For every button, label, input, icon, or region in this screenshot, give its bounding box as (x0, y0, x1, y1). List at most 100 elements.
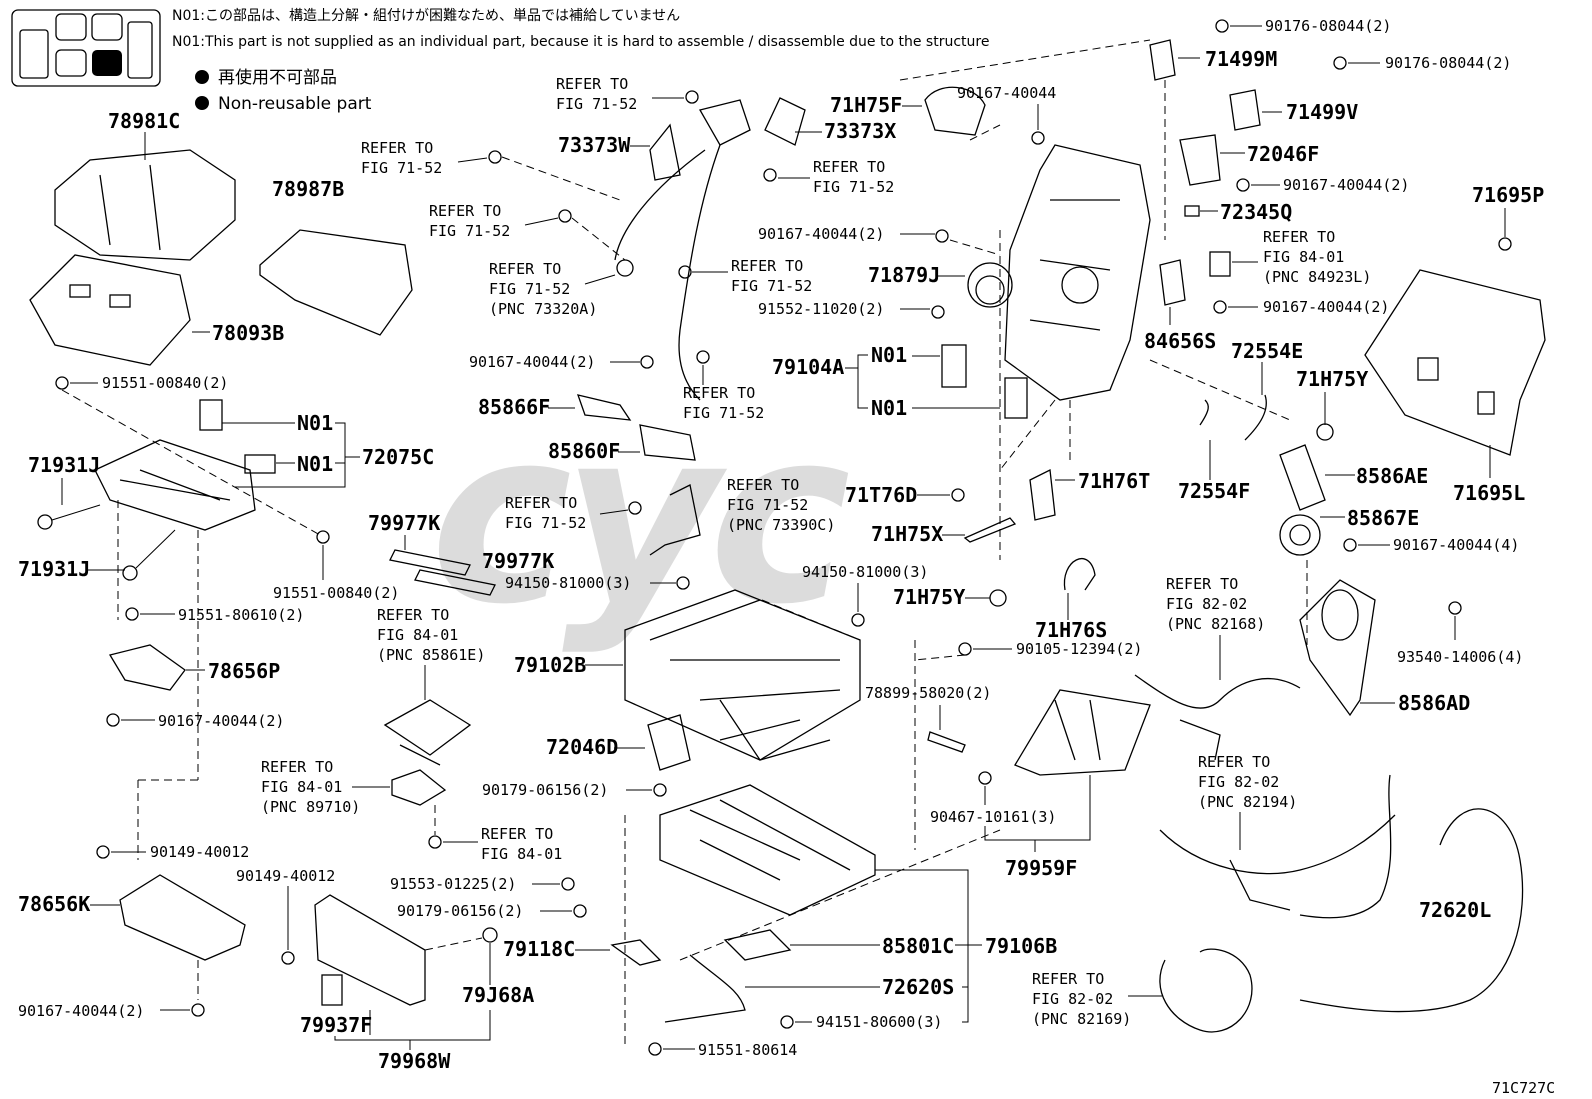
label-73373X: 73373X (824, 119, 896, 143)
label-71H76S: 71H76S (1035, 618, 1107, 642)
harness-82194 (1159, 774, 1396, 919)
actuator-n01 (199, 399, 276, 474)
ref-82-02-c-2: FIG 82-02 (1032, 990, 1113, 1008)
nut-icon (653, 783, 667, 797)
bolt-icon (958, 642, 972, 656)
non-reusable-dot-icon (195, 96, 209, 110)
nut-icon (676, 576, 690, 590)
label-90176-08044-a: 90176-08044(2) (1265, 17, 1391, 35)
ref-84-01-d-3: (PNC 84923L) (1263, 268, 1371, 286)
label-71H75X: 71H75X (871, 522, 943, 546)
harness-73390C (649, 484, 701, 556)
cable-assembly (614, 99, 751, 401)
fan-85867E (1279, 514, 1321, 556)
label-71879J: 71879J (868, 263, 940, 287)
label-72345Q: 72345Q (1220, 200, 1292, 224)
screw-icon (1215, 19, 1229, 33)
label-94151-80600: 94151-80600(3) (816, 1013, 942, 1031)
ref-71-52-h-2: FIG 71-52 (505, 514, 586, 532)
frame-78093B (29, 254, 191, 366)
cover-78656P (108, 644, 186, 691)
cap-71H75Y (1316, 423, 1334, 441)
clip-72554F (1199, 399, 1209, 426)
bolt-icon (648, 1042, 662, 1056)
label-85860F: 85860F (548, 439, 620, 463)
ref-82-02-a-1: REFER TO (1166, 575, 1238, 593)
label-71499M: 71499M (1205, 47, 1277, 71)
label-94150-81000-b: 94150-81000(3) (802, 563, 928, 581)
ref-84-01-b-3: (PNC 89710) (261, 798, 360, 816)
label-78656K: 78656K (18, 892, 90, 916)
label-71H75F: 71H75F (830, 93, 902, 117)
ref-71-52-g-1: REFER TO (683, 384, 755, 402)
ref-71-52-h-1: REFER TO (505, 494, 577, 512)
label-79937F: 79937F (300, 1013, 372, 1037)
label-85867E: 85867E (1347, 506, 1419, 530)
bolt-78899 (927, 731, 966, 753)
legend-en: Non-reusable part (218, 94, 372, 114)
label-91551-00840-a: 91551-00840(2) (102, 374, 228, 392)
label-71931J-b: 71931J (18, 557, 90, 581)
connector-84923L (1209, 251, 1231, 277)
label-85801C: 85801C (882, 934, 954, 958)
label-71T76D: 71T76D (845, 483, 917, 507)
ref-84-01-a-2: FIG 84-01 (377, 626, 458, 644)
ref-84-01-a-1: REFER TO (377, 606, 449, 624)
ref-84-01-a-3: (PNC 85861E) (377, 646, 485, 664)
clip-icon (978, 771, 992, 785)
cover-79959F (1014, 689, 1151, 776)
board-71695L (1364, 269, 1546, 456)
clip-icon (281, 951, 295, 965)
label-91551-00840-b: 91551-00840(2) (273, 584, 399, 602)
cover-78987B (259, 229, 413, 336)
cover-71879J (967, 262, 1013, 308)
label-90167-40044-h: 90167-40044(4) (1393, 536, 1519, 554)
ref-84-01-d-1: REFER TO (1263, 228, 1335, 246)
ref-84-01-b-1: REFER TO (261, 758, 333, 776)
cover-71H76T (1029, 469, 1056, 521)
cap-71H75Y (989, 589, 1007, 607)
clip-icon (1448, 601, 1462, 615)
label-8586AD: 8586AD (1398, 691, 1470, 715)
bolt-icon (316, 530, 330, 544)
label-90167-40044-b: 90167-40044(2) (18, 1002, 144, 1020)
note-ja: N01:この部品は、構造上分解・組付けが困難なため、単品では補給していません (172, 8, 680, 24)
screw-icon (935, 229, 949, 243)
screw-icon (1213, 300, 1227, 314)
label-90179-06156-a: 90179-06156(2) (482, 781, 608, 799)
bracket-73373W (649, 123, 681, 181)
label-78093B: 78093B (212, 321, 284, 345)
bracket-79118C (610, 939, 662, 966)
label-78656P: 78656P (208, 659, 280, 683)
label-91552-11020: 91552-11020(2) (758, 300, 884, 318)
screw-icon (640, 355, 654, 369)
seatback-frame-79104A (1004, 144, 1151, 401)
bolt-icon (55, 376, 69, 390)
ref-84-01-c-2: FIG 84-01 (481, 845, 562, 863)
label-78899-58020: 78899-58020(2) (865, 684, 991, 702)
label-78981C: 78981C (108, 109, 180, 133)
motor-n01 (941, 344, 1028, 419)
bracket-85801C (723, 929, 792, 961)
bolt-icon (685, 90, 699, 104)
cushion-pad-78981C (54, 149, 236, 261)
bracket-73373X (764, 97, 806, 146)
label-91551-80610: 91551-80610(2) (178, 606, 304, 624)
tape-79977K (389, 549, 496, 596)
seat-base-79106B (659, 784, 876, 916)
label-71695L: 71695L (1453, 481, 1525, 505)
label-94150-81000-a: 94150-81000(3) (505, 574, 631, 592)
ref-82-02-a-3: (PNC 82168) (1166, 615, 1265, 633)
label-90105-12394: 90105-12394(2) (1016, 640, 1142, 658)
seat-frame-79102B (624, 589, 861, 761)
label-91551-80614: 91551-80614 (698, 1041, 797, 1059)
clip-icon (96, 845, 110, 859)
label-90149-40012-a: 90149-40012 (150, 843, 249, 861)
bolt-icon (628, 501, 642, 515)
ref-82-02-b-1: REFER TO (1198, 753, 1270, 771)
bolt-icon (696, 350, 710, 364)
ref-71-52-f-1: REFER TO (731, 257, 803, 275)
ref-82-02-c-3: (PNC 82169) (1032, 1010, 1131, 1028)
label-71H75Y-a: 71H75Y (893, 585, 965, 609)
label-90176-08044-b: 90176-08044(2) (1385, 54, 1511, 72)
